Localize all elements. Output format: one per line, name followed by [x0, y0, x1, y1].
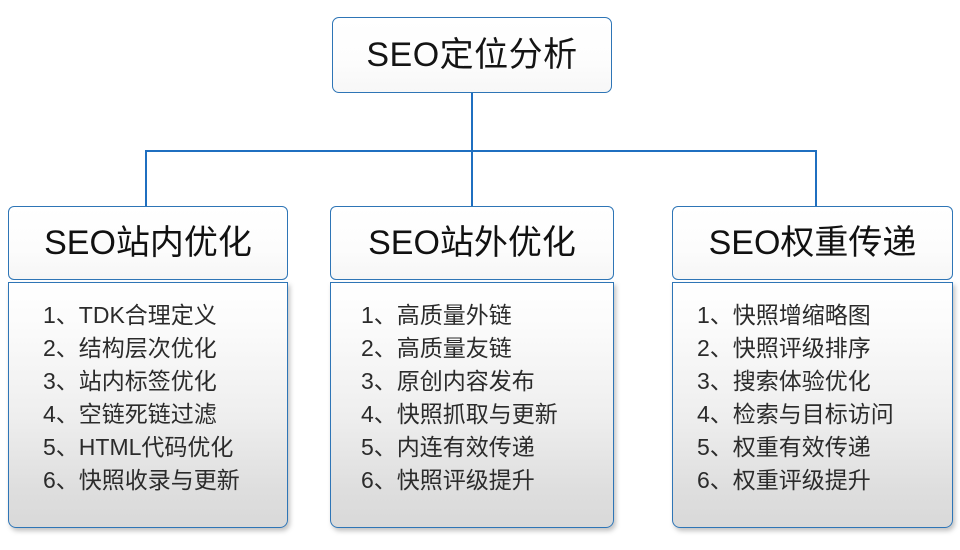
list-item-label: 原创内容发布 [396, 368, 535, 394]
list-item[interactable]: 2、 快照评级排序 [697, 332, 952, 365]
list-item[interactable]: 6、 权重评级提升 [697, 464, 952, 497]
list-item-index: 1、 [43, 302, 79, 328]
connector-root-trunk [471, 93, 473, 151]
root-node-label: SEO定位分析 [366, 36, 578, 74]
list-item-label: 权重有效传递 [732, 434, 871, 460]
list-item[interactable]: 6、 快照评级提升 [361, 464, 613, 497]
list-item-index: 5、 [697, 434, 733, 460]
list-item[interactable]: 1、 TDK合理定义 [43, 299, 287, 332]
list-item[interactable]: 4、 空链死链过滤 [43, 398, 287, 431]
item-list-3: 1、 快照增缩略图 2、 快照评级排序 3、 搜索体验优化 4、 检索与目标访问… [673, 299, 952, 497]
item-list-1: 1、 TDK合理定义 2、 结构层次优化 3、 站内标签优化 4、 空链死链过滤… [9, 299, 287, 497]
list-item[interactable]: 3、 搜索体验优化 [697, 365, 952, 398]
branch-header-1[interactable]: SEO站内优化 [8, 206, 288, 280]
list-item-label: 高质量友链 [396, 335, 512, 361]
list-item[interactable]: 4、 检索与目标访问 [697, 398, 952, 431]
list-item-index: 1、 [697, 302, 733, 328]
connector-drop-branch-1 [145, 150, 147, 207]
branch-column-2: SEO站外优化 1、 高质量外链 2、 高质量友链 3、 原创内容发布 4、 快 [330, 206, 614, 528]
list-item-index: 4、 [361, 401, 397, 427]
branch-body-3: 1、 快照增缩略图 2、 快照评级排序 3、 搜索体验优化 4、 检索与目标访问… [672, 282, 953, 528]
list-item-label: 快照评级提升 [396, 467, 535, 493]
list-item-label: 搜索体验优化 [732, 368, 871, 394]
list-item-index: 1、 [361, 302, 397, 328]
list-item-label: 快照抓取与更新 [396, 401, 558, 427]
list-item[interactable]: 1、 快照增缩略图 [697, 299, 952, 332]
list-item[interactable]: 2、 结构层次优化 [43, 332, 287, 365]
branch-header-3[interactable]: SEO权重传递 [672, 206, 953, 280]
list-item-index: 4、 [697, 401, 733, 427]
list-item-label: 权重评级提升 [732, 467, 871, 493]
list-item-index: 3、 [43, 368, 79, 394]
list-item-label: 站内标签优化 [78, 368, 217, 394]
item-list-2: 1、 高质量外链 2、 高质量友链 3、 原创内容发布 4、 快照抓取与更新 5… [331, 299, 613, 497]
list-item-label: 空链死链过滤 [78, 401, 217, 427]
list-item-label: 快照收录与更新 [78, 467, 240, 493]
list-item[interactable]: 6、 快照收录与更新 [43, 464, 287, 497]
branch-body-2: 1、 高质量外链 2、 高质量友链 3、 原创内容发布 4、 快照抓取与更新 5… [330, 282, 614, 528]
branch-title-2: SEO站外优化 [368, 224, 576, 262]
branch-column-3: SEO权重传递 1、 快照增缩略图 2、 快照评级排序 3、 搜索体验优化 4、 [672, 206, 953, 528]
list-item-label: HTML代码优化 [78, 434, 234, 460]
list-item-index: 2、 [697, 335, 733, 361]
list-item-index: 3、 [697, 368, 733, 394]
list-item-label: 快照评级排序 [732, 335, 871, 361]
branch-body-1: 1、 TDK合理定义 2、 结构层次优化 3、 站内标签优化 4、 空链死链过滤… [8, 282, 288, 528]
branch-column-1: SEO站内优化 1、 TDK合理定义 2、 结构层次优化 3、 站内标签优化 4… [8, 206, 288, 528]
list-item-index: 6、 [361, 467, 397, 493]
list-item[interactable]: 2、 高质量友链 [361, 332, 613, 365]
list-item[interactable]: 5、 内连有效传递 [361, 431, 613, 464]
list-item-index: 5、 [361, 434, 397, 460]
list-item[interactable]: 5、 权重有效传递 [697, 431, 952, 464]
list-item-index: 5、 [43, 434, 79, 460]
list-item-index: 6、 [697, 467, 733, 493]
list-item-index: 2、 [361, 335, 397, 361]
list-item-label: 高质量外链 [396, 302, 512, 328]
list-item-label: 检索与目标访问 [732, 401, 894, 427]
branch-header-2[interactable]: SEO站外优化 [330, 206, 614, 280]
list-item[interactable]: 3、 站内标签优化 [43, 365, 287, 398]
branch-title-3: SEO权重传递 [708, 224, 917, 262]
list-item[interactable]: 4、 快照抓取与更新 [361, 398, 613, 431]
list-item[interactable]: 5、 HTML代码优化 [43, 431, 287, 464]
root-node[interactable]: SEO定位分析 [332, 17, 612, 93]
list-item-index: 4、 [43, 401, 79, 427]
list-item-label: TDK合理定义 [78, 302, 217, 328]
connector-drop-branch-2 [471, 150, 473, 207]
connector-horizontal-bus [145, 150, 816, 152]
list-item-label: 内连有效传递 [396, 434, 535, 460]
list-item-index: 3、 [361, 368, 397, 394]
connector-drop-branch-3 [815, 150, 817, 207]
branch-title-1: SEO站内优化 [44, 224, 252, 262]
list-item-index: 6、 [43, 467, 79, 493]
list-item[interactable]: 1、 高质量外链 [361, 299, 613, 332]
list-item-label: 结构层次优化 [78, 335, 217, 361]
list-item[interactable]: 3、 原创内容发布 [361, 365, 613, 398]
list-item-label: 快照增缩略图 [732, 302, 871, 328]
list-item-index: 2、 [43, 335, 79, 361]
